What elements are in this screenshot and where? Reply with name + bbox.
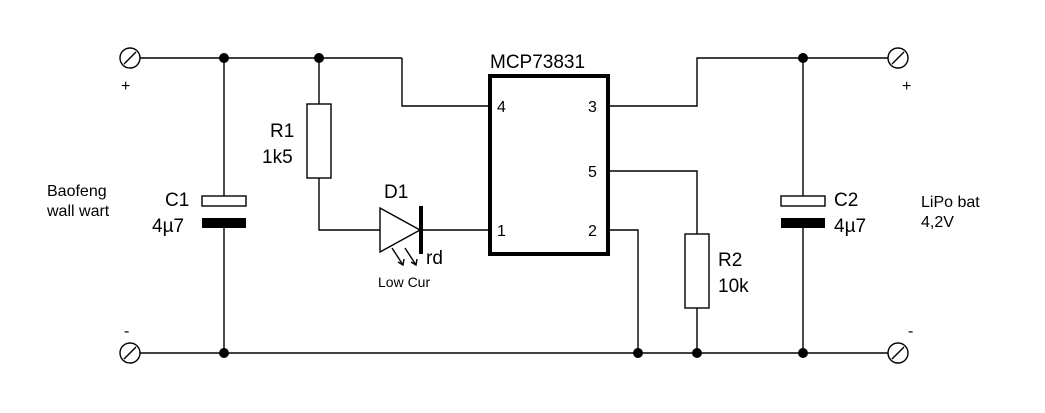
d1-ref: D1 xyxy=(384,182,408,203)
output-terminal-plus xyxy=(887,47,909,69)
junction-dot xyxy=(798,53,808,63)
ic-pin-2: 2 xyxy=(588,223,597,240)
ic-pin-4: 4 xyxy=(497,99,506,116)
c1-ref: C1 xyxy=(165,190,189,211)
r1-value: 1k5 xyxy=(262,147,293,168)
c2-ref: C2 xyxy=(834,190,858,211)
d1-note: Low Cur xyxy=(378,274,430,290)
light-emission-icon xyxy=(391,247,418,267)
led-d1 xyxy=(379,206,423,267)
input-terminal-plus xyxy=(119,47,141,69)
input-label-line2: wall wart xyxy=(46,203,110,220)
junction-dot xyxy=(219,53,229,63)
junction-dot xyxy=(692,348,702,358)
input-plus-sign: + xyxy=(121,78,130,95)
wires xyxy=(140,57,888,354)
capacitor-c2 xyxy=(780,195,826,228)
junction-dots xyxy=(219,53,808,358)
c2-value: 4µ7 xyxy=(834,216,866,237)
output-terminal-minus xyxy=(887,342,909,364)
junction-dot xyxy=(314,53,324,63)
ic-mcp73831 xyxy=(488,74,610,256)
resistor-r1 xyxy=(306,103,332,179)
ic-pin-5: 5 xyxy=(588,164,597,181)
r2-ref: R2 xyxy=(718,250,742,271)
ic-name: MCP73831 xyxy=(490,52,585,73)
junction-dot xyxy=(633,348,643,358)
c1-value: 4µ7 xyxy=(152,216,184,237)
output-minus-sign: - xyxy=(908,323,913,340)
input-terminal-minus xyxy=(119,342,141,364)
input-minus-sign: - xyxy=(124,323,129,340)
input-label-line1: Baofeng xyxy=(47,183,107,200)
output-plus-sign: + xyxy=(902,78,911,95)
d1-value: rd xyxy=(426,248,443,269)
r2-value: 10k xyxy=(718,276,749,297)
ic-pin-1: 1 xyxy=(497,223,506,240)
output-label-line1: LiPo bat xyxy=(921,194,980,211)
junction-dot xyxy=(219,348,229,358)
output-label-line2: 4,2V xyxy=(921,214,954,231)
ic-pin-3: 3 xyxy=(588,99,597,116)
resistor-r2 xyxy=(684,233,710,309)
capacitor-c1 xyxy=(201,195,247,228)
junction-dot xyxy=(798,348,808,358)
r1-ref: R1 xyxy=(270,121,294,142)
